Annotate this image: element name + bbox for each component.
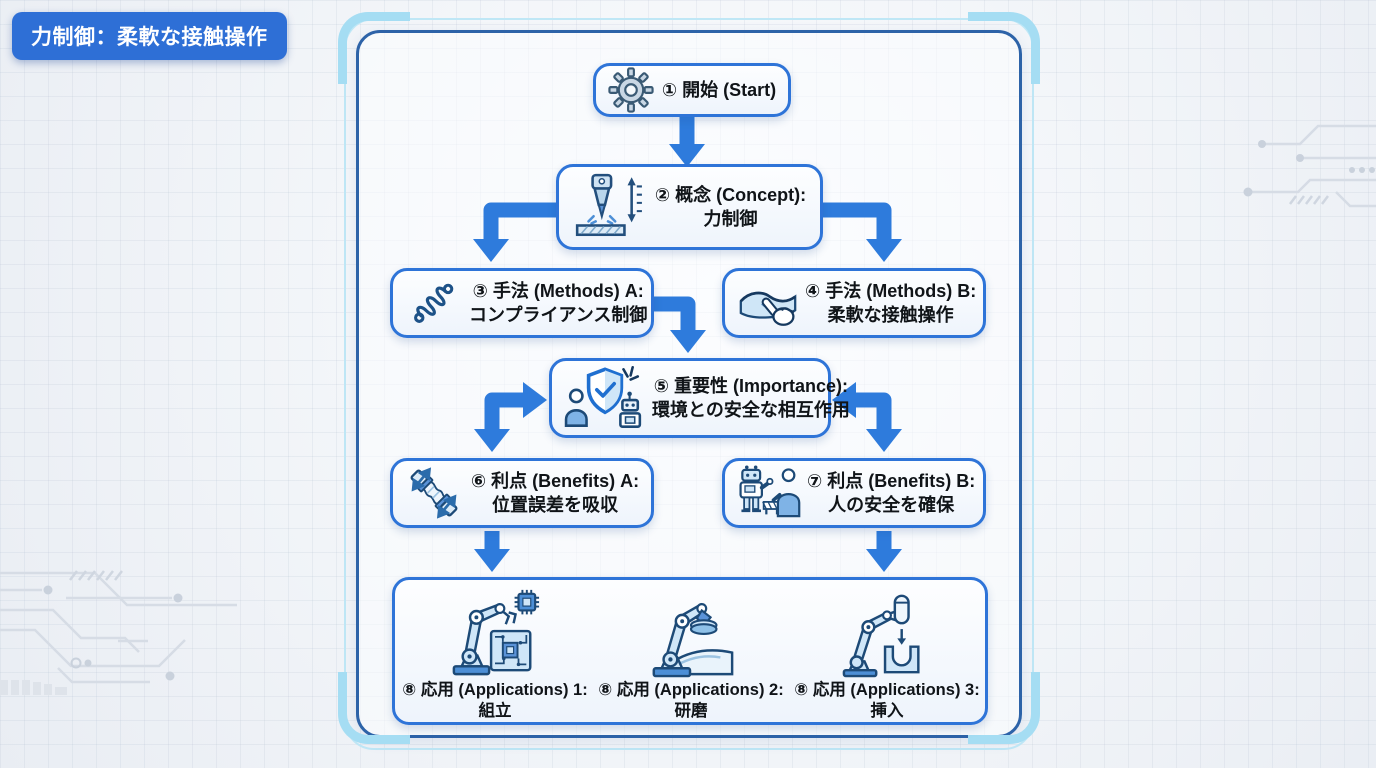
node-start: ① 開始 (Start) — [593, 63, 791, 117]
node-sublabel: 環境との安全な相互作用 — [652, 400, 850, 420]
node-methods-a: ③ 手法 (Methods) A: コンプライアンス制御 — [390, 268, 654, 338]
applications-box: ⑧ 応用 (Applications) 1: 組立 ⑧ 応用 (Applicat… — [392, 577, 988, 725]
force-press-icon — [575, 173, 642, 237]
node-label: ① 開始 (Start) — [661, 80, 777, 100]
application-caption: ⑧ 応用 (Applications) 2: — [598, 681, 784, 699]
frame-corner-bottom-right — [968, 672, 1040, 744]
node-sublabel: コンプライアンス制御 — [469, 305, 648, 325]
circuit-decoration-right — [1243, 124, 1376, 208]
node-sublabel: 位置誤差を吸収 — [492, 495, 618, 515]
node-label: ⑥ 利点 (Benefits) A: — [470, 471, 640, 491]
application-insertion: ⑧ 応用 (Applications) 3: 挿入 — [789, 586, 985, 722]
node-label: ② 概念 (Concept): — [654, 185, 807, 205]
frame-corner-bottom-left — [338, 672, 410, 744]
node-sublabel: 人の安全を確保 — [828, 495, 955, 515]
node-label: ⑤ 重要性 (Importance): — [653, 376, 849, 396]
application-polishing: ⑧ 応用 (Applications) 2: 研磨 — [593, 586, 789, 722]
insertion-robot-icon — [842, 594, 920, 678]
gear-icon — [608, 67, 654, 113]
flexible-coupling-icon — [410, 467, 458, 519]
application-assembly: ⑧ 応用 (Applications) 1: 組立 — [397, 586, 593, 722]
node-concept: ② 概念 (Concept): 力制御 — [556, 164, 823, 250]
application-subcaption: 研磨 — [674, 702, 708, 720]
outer-frame-cyan — [344, 18, 1034, 750]
node-benefits-a: ⑥ 利点 (Benefits) A: 位置誤差を吸収 — [390, 458, 654, 528]
polishing-robot-icon — [652, 602, 734, 678]
node-label: ④ 手法 (Methods) B: — [805, 281, 977, 301]
frame-corner-top-left — [338, 12, 410, 84]
safety-shield-icon — [564, 365, 642, 428]
circuit-decoration-left — [0, 570, 237, 695]
title-badge: 力制御：柔軟な接触操作 — [12, 12, 287, 60]
node-sublabel: 力制御 — [703, 209, 758, 229]
node-sublabel: 柔軟な接触操作 — [827, 305, 954, 325]
application-subcaption: 組立 — [478, 702, 512, 720]
robot-human-icon — [739, 465, 801, 518]
assembly-robot-icon — [452, 589, 540, 676]
node-label: ③ 手法 (Methods) A: — [472, 281, 644, 301]
application-caption: ⑧ 応用 (Applications) 1: — [402, 681, 588, 699]
spring-icon — [414, 283, 454, 323]
frame-corner-top-right — [968, 12, 1040, 84]
node-benefits-b: ⑦ 利点 (Benefits) B: 人の安全を確保 — [722, 458, 986, 528]
node-methods-b: ④ 手法 (Methods) B: 柔軟な接触操作 — [722, 268, 986, 338]
application-caption: ⑧ 応用 (Applications) 3: — [794, 681, 980, 699]
node-importance: ⑤ 重要性 (Importance): 環境との安全な相互作用 — [549, 358, 850, 438]
node-label: ⑦ 利点 (Benefits) B: — [807, 471, 976, 491]
application-subcaption: 挿入 — [870, 702, 904, 720]
touch-press-icon — [739, 291, 797, 326]
